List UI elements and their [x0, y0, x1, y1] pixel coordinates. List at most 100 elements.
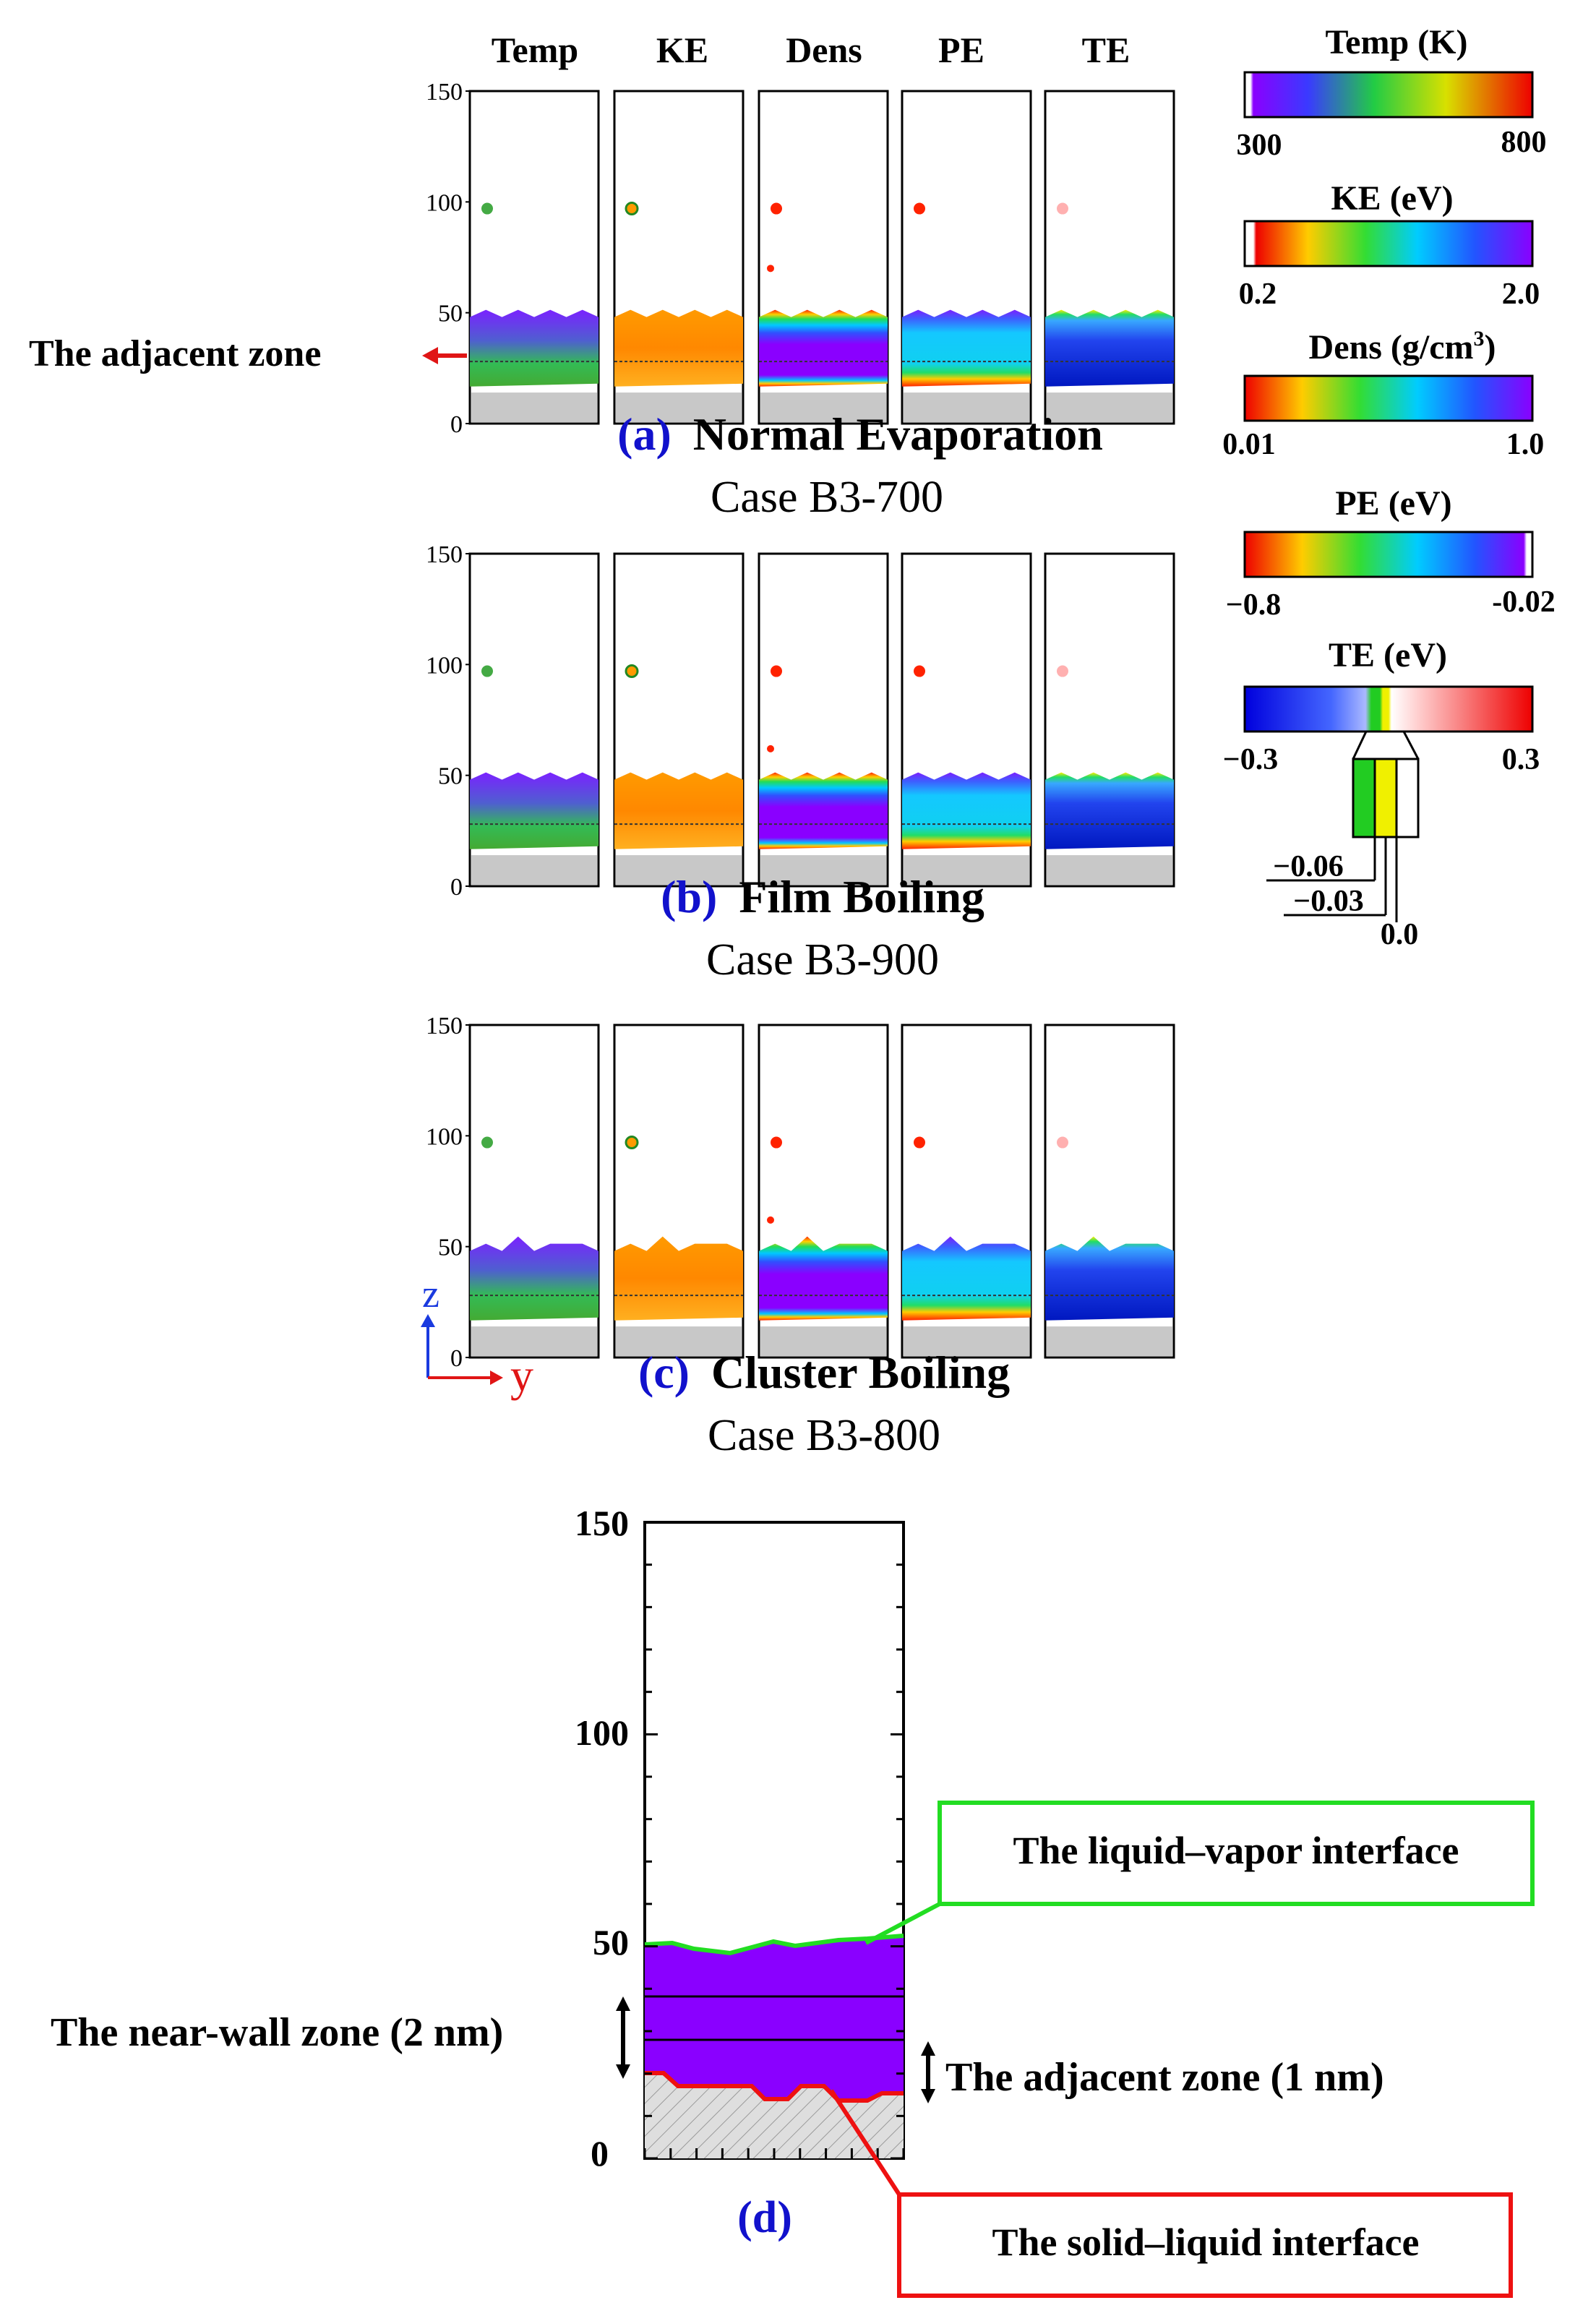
row-c-panel-te	[1044, 1024, 1175, 1359]
row-a-tick-50: 50	[438, 301, 463, 327]
panel-a-caption: (a) Normal Evaporation Case B3-700	[617, 408, 1103, 522]
panel-b-title: Film Boiling	[739, 871, 984, 922]
row-b-panel-dens	[758, 552, 889, 888]
svg-text:(a) Normal Evaporation: (a) Normal Evaporation	[617, 408, 1103, 460]
panel-d-tick-150: 150	[575, 1503, 629, 1543]
vapor-droplet	[771, 665, 782, 677]
colorbar-temp-bar	[1243, 71, 1534, 119]
row-a-tick-100: 100	[426, 189, 463, 216]
z-axis-label: z	[422, 1272, 439, 1316]
colorbar-ke-max: 2.0	[1502, 278, 1540, 311]
row-a-panel-dens	[758, 90, 889, 425]
liquid-region	[470, 1236, 598, 1321]
colorbar-dens-max: 1.0	[1506, 428, 1545, 461]
solid-liquid-interface-line	[645, 2071, 904, 2103]
wall-region	[904, 1326, 1029, 1356]
row-a-tick-150: 150	[426, 79, 463, 106]
row-b-panel-te	[1044, 552, 1175, 888]
colorbar-pe: PE (eV) −0.8 -0.02	[1226, 484, 1556, 622]
near-wall-zone-label: The near-wall zone (2 nm)	[51, 2010, 503, 2055]
te-zoom-label-1: −0.06	[1273, 850, 1343, 883]
colorbar-te-bar	[1243, 685, 1534, 733]
panel-b-caption: (b) Film Boiling Case B3-900	[661, 871, 984, 984]
vapor-droplet	[625, 202, 639, 216]
wall-region	[1047, 392, 1172, 422]
vapor-droplet	[1057, 202, 1068, 215]
row-a-panel-pe	[901, 90, 1032, 425]
row-c-panel-ke	[613, 1024, 745, 1359]
vapor-droplet	[481, 1136, 493, 1149]
liquid-region	[1045, 309, 1174, 387]
te-zoom-white	[1395, 758, 1420, 838]
row-b-panel-ke	[613, 552, 745, 888]
row-b-tick-150: 150	[426, 541, 463, 568]
colorbar-ke-title: KE (eV)	[1331, 179, 1453, 218]
colorbar-pe-max: -0.02	[1492, 585, 1556, 619]
vapor-droplet-small	[767, 745, 774, 752]
liquid-region	[1045, 1236, 1174, 1321]
panel-b-case: Case B3-900	[706, 935, 939, 984]
panel-d-tick-100: 100	[575, 1712, 629, 1753]
liquid-region	[902, 772, 1031, 849]
row-a-panel-ke	[613, 90, 745, 425]
panel-d-letter: (d)	[737, 2193, 792, 2242]
column-header-dens: Dens	[786, 30, 862, 70]
wall-region	[616, 1326, 742, 1356]
row-c-z-axis: 150 100 50 0	[426, 1013, 471, 1372]
vapor-droplet-small	[767, 265, 774, 273]
adjacent-zone-callout: The adjacent zone	[29, 333, 467, 374]
liquid-vapor-callout-box	[938, 1801, 1535, 1906]
solid-liquid-callout-box	[897, 2192, 1513, 2298]
row-c-tick-150: 150	[426, 1013, 463, 1039]
panel-c-caption: (c) Cluster Boiling Case B3-800	[638, 1347, 1010, 1460]
colorbar-te-min: −0.3	[1223, 743, 1278, 776]
column-header-temp: Temp	[492, 30, 578, 70]
wall-region	[471, 855, 597, 885]
vapor-droplet	[1057, 665, 1068, 677]
colorbar-temp-title: Temp (K)	[1326, 23, 1468, 61]
column-header-pe: PE	[938, 30, 984, 70]
wall-region	[616, 855, 742, 885]
vapor-droplet	[914, 1136, 925, 1149]
colorbar-pe-min: −0.8	[1226, 588, 1281, 622]
colorbar-dens-bar	[1243, 374, 1534, 422]
colorbar-dens: Dens (g/cm3) 0.01 1.0	[1222, 327, 1544, 461]
wall-region	[760, 392, 886, 422]
solid-liquid-pointer	[829, 2089, 901, 2196]
panel-a-title: Normal Evaporation	[693, 408, 1103, 460]
liquid-vapor-pointer	[864, 1902, 941, 1945]
row-b-panel-pe	[901, 552, 1032, 888]
liquid-region	[470, 309, 598, 387]
panel-d-wall	[645, 2073, 904, 2158]
wall-region	[904, 392, 1029, 422]
svg-text:(c) Cluster Boiling: (c) Cluster Boiling	[638, 1347, 1010, 1398]
panel-a-case: Case B3-700	[711, 473, 943, 522]
liquid-region	[614, 309, 743, 387]
row-b-tick-100: 100	[426, 652, 463, 679]
te-zoom-yellow	[1373, 758, 1398, 838]
liquid-region	[902, 1236, 1031, 1321]
panel-c-title: Cluster Boiling	[711, 1347, 1010, 1398]
column-headers: Temp KE Dens PE TE	[492, 30, 1130, 70]
row-a-panel-te	[1044, 90, 1175, 425]
colorbar-dens-min: 0.01	[1222, 428, 1276, 461]
colorbar-temp-min: 300	[1237, 129, 1282, 162]
row-c-tick-50: 50	[438, 1235, 463, 1261]
row-c-tick-0: 0	[450, 1345, 463, 1372]
row-c-tick-100: 100	[426, 1123, 463, 1150]
row-b-tick-0: 0	[450, 874, 463, 901]
vapor-droplet	[481, 665, 493, 677]
liquid-region	[759, 309, 888, 387]
vapor-droplet	[481, 202, 493, 215]
vapor-droplet	[1057, 1136, 1068, 1149]
column-header-te: TE	[1082, 30, 1130, 70]
colorbar-ke-bar	[1243, 220, 1534, 267]
colorbar-temp: Temp (K) 300 800	[1237, 23, 1547, 162]
colorbar-te-title: TE (eV)	[1329, 636, 1447, 674]
axes-indicator: z y	[421, 1272, 533, 1401]
wall-region	[1047, 855, 1172, 885]
te-zoom-green	[1352, 758, 1376, 838]
panel-d-tick-50: 50	[593, 1922, 629, 1962]
